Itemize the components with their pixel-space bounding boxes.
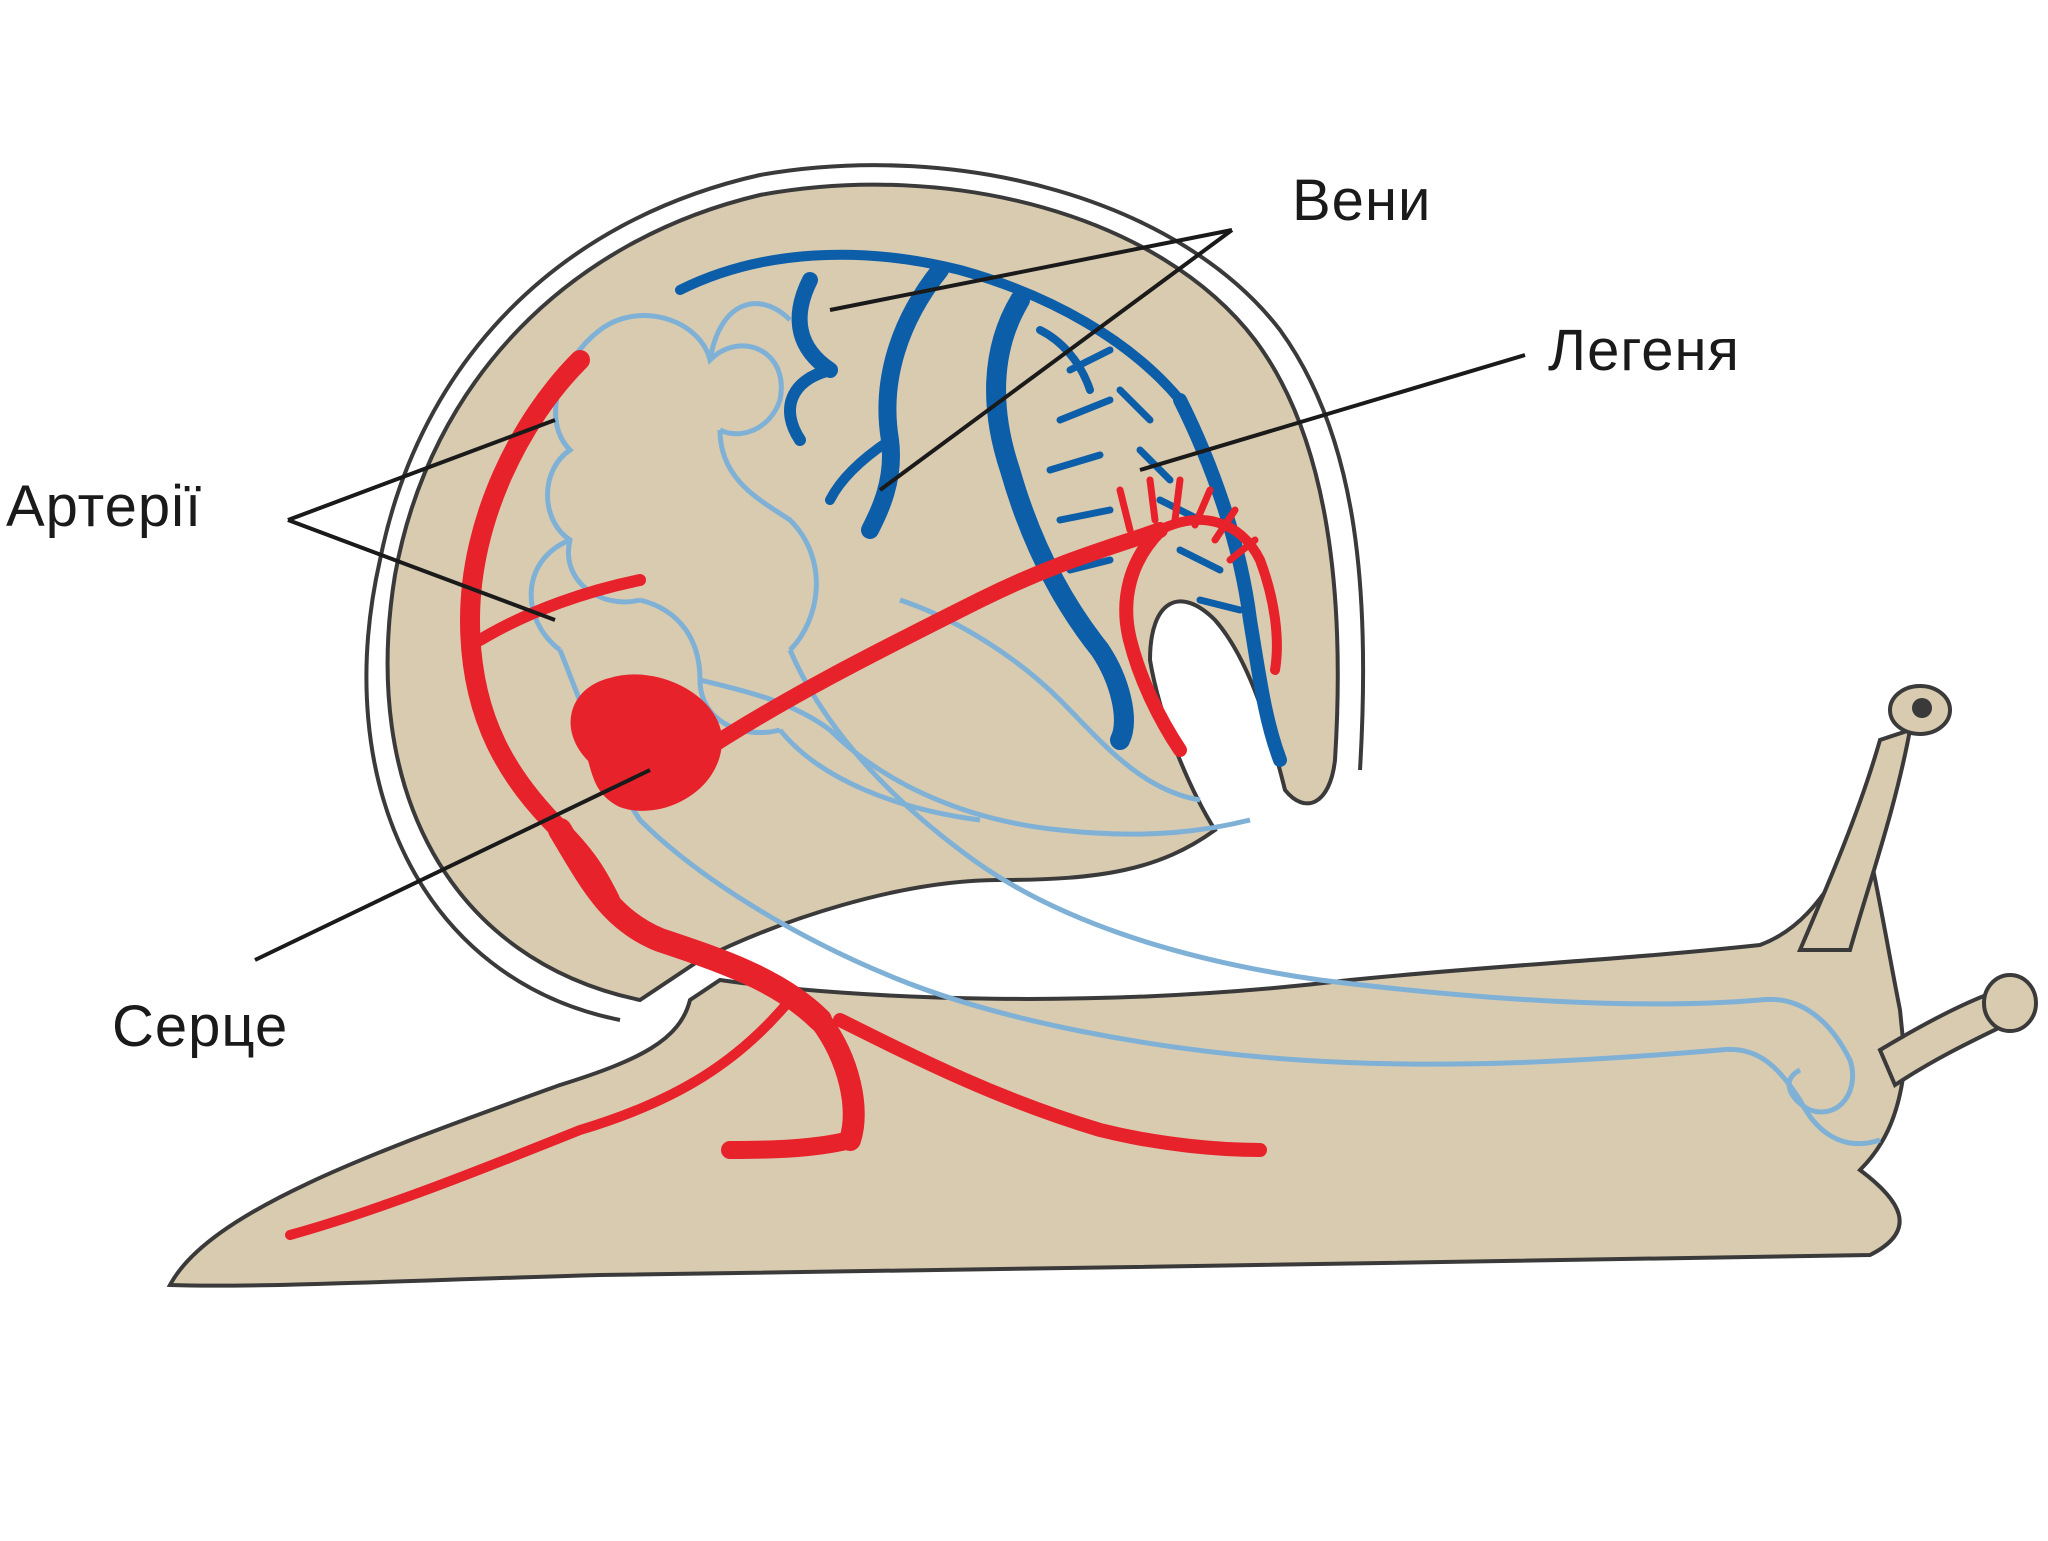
label-veins: Вени — [1292, 172, 1431, 230]
snail-body — [170, 855, 1905, 1286]
label-heart: Серце — [112, 998, 288, 1056]
label-arteries: Артерії — [6, 478, 202, 536]
upper-tentacle — [1800, 730, 1910, 950]
eye — [1912, 698, 1932, 718]
lower-tentacle-tip — [1984, 975, 2036, 1031]
label-lung: Легеня — [1548, 322, 1740, 380]
